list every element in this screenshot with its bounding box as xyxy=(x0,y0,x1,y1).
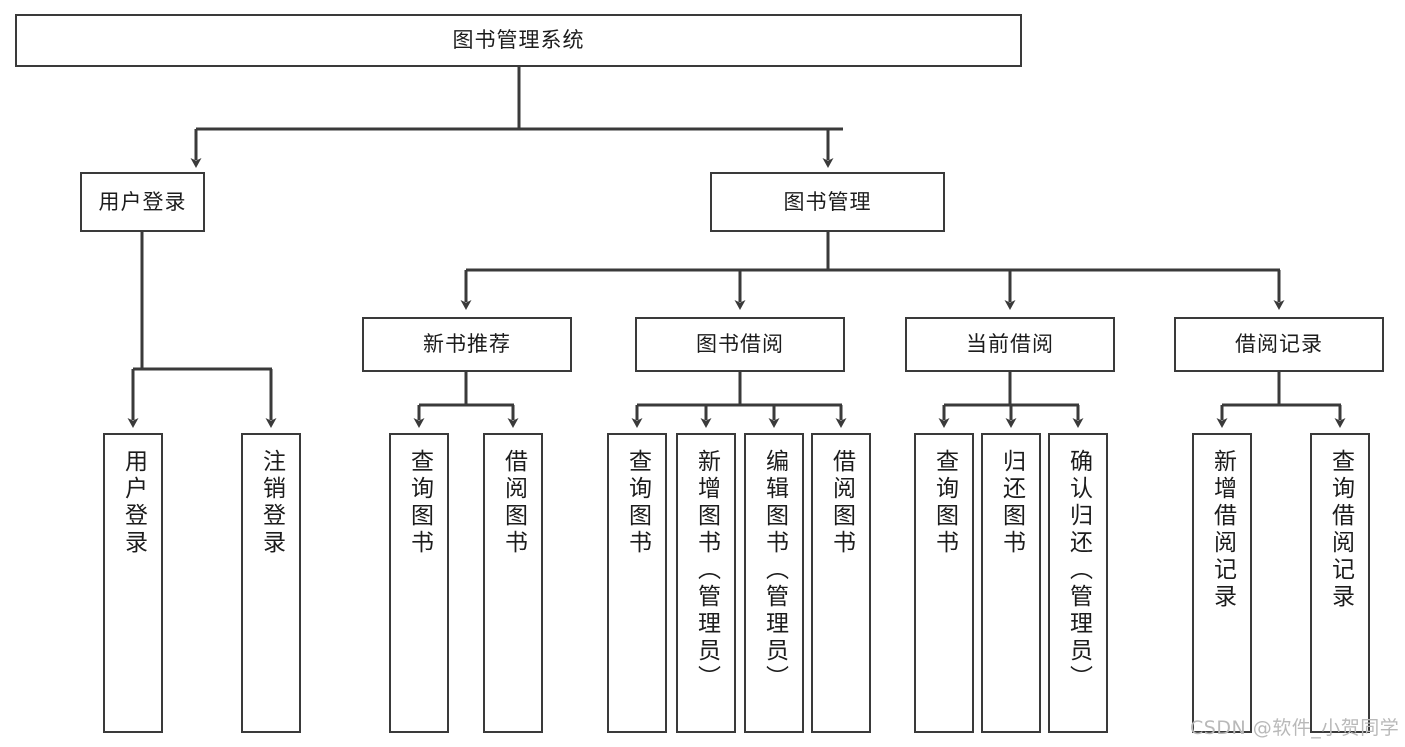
leaf-edit-book[interactable]: 编辑图书（管理员） xyxy=(744,433,804,733)
leaf-edit-book-label: 编辑图书（管理员） xyxy=(761,449,788,692)
node-borrow-record-label: 借阅记录 xyxy=(1235,332,1323,357)
leaf-query-book-2-label: 查询图书 xyxy=(624,449,651,557)
node-user-login[interactable]: 用户登录 xyxy=(80,172,205,232)
leaf-confirm-return[interactable]: 确认归还（管理员） xyxy=(1048,433,1108,733)
node-book-borrow[interactable]: 图书借阅 xyxy=(635,317,845,372)
leaf-borrow-book-1[interactable]: 借阅图书 xyxy=(483,433,543,733)
node-borrow-record[interactable]: 借阅记录 xyxy=(1174,317,1384,372)
leaf-return-book-label: 归还图书 xyxy=(998,449,1025,557)
leaf-logout-login-label: 注销登录 xyxy=(258,449,285,557)
leaf-user-login-label: 用户登录 xyxy=(120,449,147,557)
leaf-query-book-1-label: 查询图书 xyxy=(406,449,433,557)
leaf-borrow-book-1-label: 借阅图书 xyxy=(500,449,527,557)
node-user-login-label: 用户登录 xyxy=(98,189,187,214)
node-book-manage[interactable]: 图书管理 xyxy=(710,172,945,232)
leaf-query-book-3[interactable]: 查询图书 xyxy=(914,433,974,733)
node-new-book-recommend[interactable]: 新书推荐 xyxy=(362,317,572,372)
leaf-add-book[interactable]: 新增图书（管理员） xyxy=(676,433,736,733)
watermark: CSDN @软件_小贺同学 xyxy=(1190,717,1400,739)
node-book-borrow-label: 图书借阅 xyxy=(696,332,784,357)
leaf-user-login[interactable]: 用户登录 xyxy=(103,433,163,733)
leaf-add-record[interactable]: 新增借阅记录 xyxy=(1192,433,1252,733)
leaf-query-book-1[interactable]: 查询图书 xyxy=(389,433,449,733)
leaf-borrow-book-2[interactable]: 借阅图书 xyxy=(811,433,871,733)
node-root[interactable]: 图书管理系统 xyxy=(15,14,1022,67)
node-root-label: 图书管理系统 xyxy=(452,28,585,53)
leaf-confirm-return-label: 确认归还（管理员） xyxy=(1065,449,1092,692)
node-new-book-recommend-label: 新书推荐 xyxy=(423,332,511,357)
leaf-add-book-label: 新增图书（管理员） xyxy=(693,449,720,692)
leaf-query-book-2[interactable]: 查询图书 xyxy=(607,433,667,733)
node-book-manage-label: 图书管理 xyxy=(783,189,872,214)
leaf-logout-login[interactable]: 注销登录 xyxy=(241,433,301,733)
leaf-borrow-book-2-label: 借阅图书 xyxy=(828,449,855,557)
leaf-add-record-label: 新增借阅记录 xyxy=(1209,449,1236,611)
leaf-query-book-3-label: 查询图书 xyxy=(931,449,958,557)
node-current-borrow-label: 当前借阅 xyxy=(966,332,1054,357)
leaf-query-record-label: 查询借阅记录 xyxy=(1327,449,1354,611)
leaf-return-book[interactable]: 归还图书 xyxy=(981,433,1041,733)
node-current-borrow[interactable]: 当前借阅 xyxy=(905,317,1115,372)
leaf-query-record[interactable]: 查询借阅记录 xyxy=(1310,433,1370,733)
